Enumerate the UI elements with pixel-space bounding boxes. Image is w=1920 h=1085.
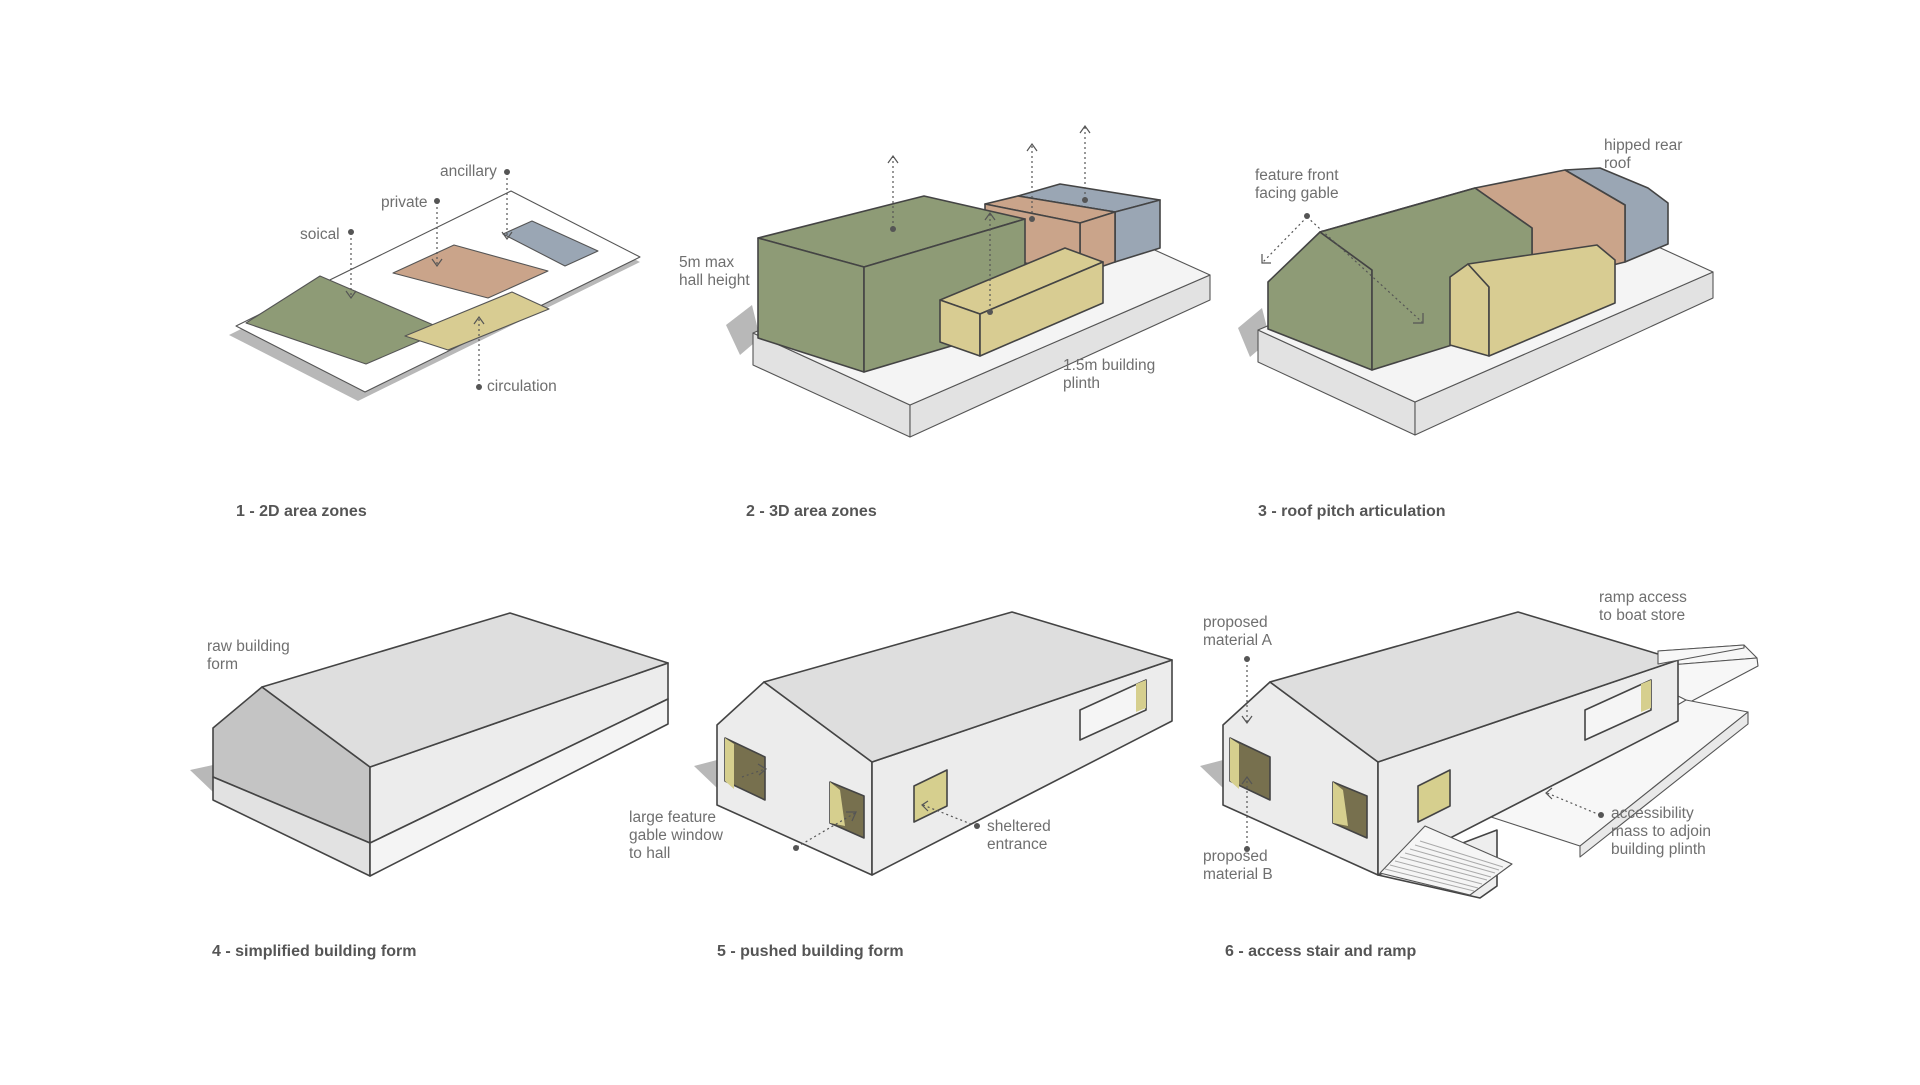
label-hipped-1: hipped rear — [1604, 137, 1682, 154]
d5-roof — [763, 611, 1173, 763]
label-material-b-1: proposed — [1203, 848, 1268, 865]
label-gable-window-1: large feature — [629, 809, 716, 826]
label-gable-window-3: to hall — [629, 845, 670, 862]
label-social: soical — [300, 226, 340, 243]
label-ancillary: ancillary — [440, 163, 497, 180]
d5-gable-window-right-reveal — [830, 782, 845, 826]
label-gable-2: facing gable — [1255, 185, 1339, 202]
label-raw-form-1: raw building — [207, 638, 290, 655]
label-plinth-2: plinth — [1063, 375, 1100, 392]
label-ramp-1: ramp access — [1599, 589, 1687, 606]
caption-diagram-4: 4 - simplified building form — [212, 943, 416, 960]
label-gable-1: feature front — [1255, 167, 1339, 184]
d6-rear-recess-glass — [1641, 680, 1651, 712]
label-gable-window-2: gable window — [629, 827, 724, 844]
label-hipped-2: roof — [1604, 155, 1631, 172]
d3-social-ridge — [1319, 187, 1476, 233]
d6-entrance-recess — [1417, 769, 1451, 823]
d5-shadow — [694, 760, 717, 788]
d6-shadow — [1200, 760, 1223, 788]
zone-ancillary — [502, 220, 599, 267]
d5-gable-window-left-reveal — [725, 738, 734, 789]
label-ramp-2: to boat store — [1599, 607, 1685, 624]
d6-ramp-upper — [1657, 644, 1745, 665]
zone-private — [392, 244, 549, 299]
diagram-3-roof-pitch-articulation: feature front facing gable hipped rear r… — [1238, 137, 1714, 520]
label-accessibility-2: mass to adjoin — [1611, 823, 1711, 840]
d6-gable-window-left-reveal — [1230, 738, 1239, 789]
label-entrance-2: entrance — [987, 836, 1047, 853]
label-circulation: circulation — [487, 378, 557, 395]
diagram-2-3d-area-zones: 5m max hall height 1.5m building plinth … — [679, 124, 1211, 520]
zone-circulation — [404, 291, 550, 351]
d6-stair-tread-lines — [1384, 840, 1504, 892]
diagram-4-simplified-building-form: raw building form 4 - simplified buildin… — [190, 612, 669, 960]
d2-shadow — [726, 305, 760, 355]
d4-plinth-side — [369, 698, 669, 877]
caption-diagram-1: 1 - 2D area zones — [236, 503, 367, 520]
d3-circulation-side — [1467, 244, 1616, 357]
diagram-5-pushed-building-form: large feature gable window to hall shelt… — [629, 611, 1173, 960]
d5-rear-recess — [1079, 679, 1147, 741]
d2-circulation-side — [979, 261, 1104, 357]
label-raw-form-2: form — [207, 656, 238, 673]
caption-diagram-6: 6 - access stair and ramp — [1225, 943, 1416, 960]
d4-shadow — [190, 765, 213, 792]
label-private: private — [381, 194, 428, 211]
d5-rear-recess-glass — [1136, 680, 1146, 712]
d5-entrance-recess — [913, 769, 948, 823]
label-material-b-2: material B — [1203, 866, 1273, 883]
label-plinth-1: 1.5m building — [1063, 357, 1155, 374]
label-max-height-2: hall height — [679, 272, 750, 289]
label-accessibility-1: accessibility — [1611, 805, 1694, 822]
caption-diagram-3: 3 - roof pitch articulation — [1258, 503, 1446, 520]
label-material-a-1: proposed — [1203, 614, 1268, 631]
label-material-a-2: material A — [1203, 632, 1273, 649]
label-accessibility-3: building plinth — [1611, 841, 1706, 858]
caption-diagram-5: 5 - pushed building form — [717, 943, 904, 960]
label-entrance-1: sheltered — [987, 818, 1051, 835]
d6-gable-window-right-reveal — [1333, 782, 1348, 826]
d6-rear-recess — [1584, 679, 1652, 741]
caption-diagram-2: 2 - 3D area zones — [746, 503, 877, 520]
diagram-1-2d-area-zones: ancillary private soical circulation 1 -… — [229, 163, 641, 520]
d4-roof — [261, 612, 669, 768]
d6-access-mass-side — [1579, 711, 1749, 858]
diagram-6-access-stair-and-ramp: proposed material A proposed material B … — [1200, 589, 1759, 960]
label-max-height-1: 5m max — [679, 254, 734, 271]
